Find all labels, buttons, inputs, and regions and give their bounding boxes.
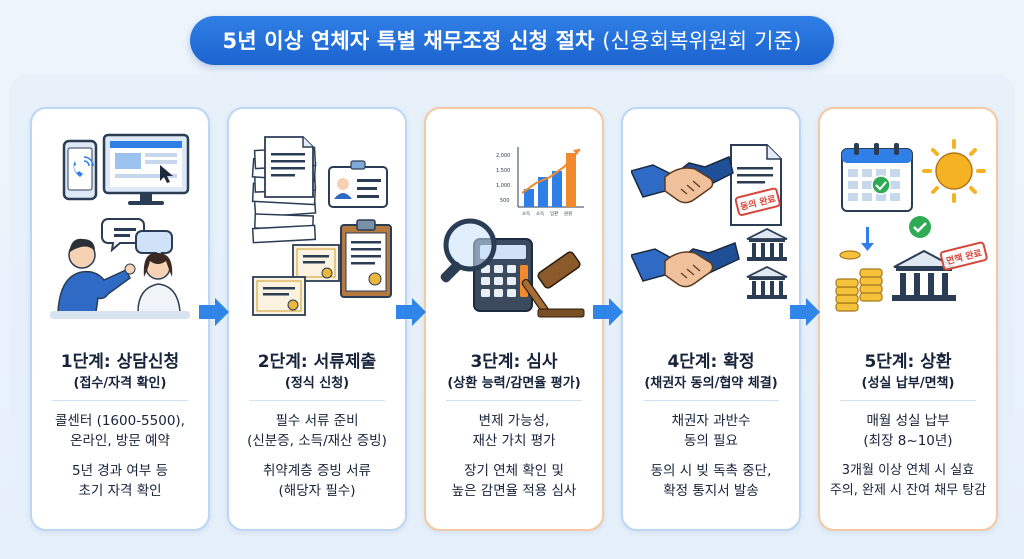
gavel-icon — [521, 251, 585, 318]
step-desc-4a: 채권자 과반수 동의 필요 — [625, 411, 797, 451]
repayment-illustration: 면책 완료 — [835, 139, 988, 312]
step-desc-2a: 필수 서류 준비 (신분증, 소득/재산 증빙) — [231, 411, 403, 451]
x-label: 소득 — [536, 211, 544, 217]
arrow-down-icon — [861, 227, 874, 251]
desc-line: 매월 성실 납부 — [866, 413, 950, 429]
step-subtitle-1: (접수/자격 확인) — [73, 376, 167, 391]
arrow-right-icon — [790, 298, 820, 326]
desc-line: 장기 연체 확인 및 — [464, 463, 564, 479]
y-tick: 500 — [500, 198, 510, 204]
client-woman-icon — [137, 252, 181, 313]
stamp-agree-icon: 동의 완료 — [734, 187, 781, 216]
step-subtitle-4: (채권자 동의/협약 체결) — [644, 376, 778, 391]
speech-bubble-icon — [101, 218, 173, 262]
step-desc-5a: 매월 성실 납부 (최장 8~10년) — [822, 411, 994, 451]
desc-line: (신분증, 소득/재산 증빙) — [247, 433, 387, 449]
arrow-right-icon — [593, 298, 623, 326]
desc-line: (해당자 필수) — [278, 483, 356, 499]
divider — [643, 400, 779, 401]
step-desc-4b: 동의 시 빚 독촉 중단, 확정 통지서 발송 — [625, 461, 797, 501]
clipboard-icon — [340, 219, 392, 298]
desc-line: 필수 서류 준비 — [275, 413, 359, 429]
step-desc-2b: 취약계층 증빙 서류 (해당자 필수) — [231, 461, 403, 501]
desc-line: 동의 시 빚 독촉 중단, — [650, 463, 772, 479]
y-tick: 2,000 — [496, 153, 510, 159]
step-title-4: 4단계: 확정 — [667, 352, 755, 372]
document-stack-icon — [251, 136, 317, 244]
monitor-icon — [102, 133, 190, 205]
x-label: 소득 — [522, 211, 530, 217]
agreement-document-icon: 동의 완료 — [730, 144, 782, 226]
arrow-right-icon — [199, 298, 229, 326]
desc-line: 높은 감면율 적용 심사 — [451, 483, 577, 499]
coin-stack-icon — [835, 250, 883, 312]
agreement-illustration: 동의 완료 — [631, 144, 788, 299]
step-desc-1a: 콜센터 (1600-5500), 온라인, 방문 예약 — [34, 411, 206, 451]
x-label: 임판 — [550, 210, 558, 217]
bar-chart-icon: 2,000 1,500 1,000 500 소득 소득 임판 원원 — [496, 147, 584, 217]
y-tick: 1,000 — [496, 183, 510, 189]
desc-line: 주의, 완제 시 잔여 채무 탕감 — [829, 483, 987, 498]
desc-line: 온라인, 방문 예약 — [70, 433, 170, 449]
review-illustration: 2,000 1,500 1,000 500 소득 소득 임판 원원 — [440, 147, 585, 318]
page-title: 5년 이상 연체자 특별 채무조정 신청 절차 (신용회복위원회 기준) — [190, 16, 834, 65]
step-title-5: 5단계: 상환 — [864, 352, 952, 372]
divider — [446, 400, 582, 401]
divider — [52, 400, 188, 401]
step-card-5: 면책 완료 5단계: 상환 (성실 납부/면책) 매월 성실 납부 (최장 8~… — [818, 107, 998, 531]
desc-line: 재산 가치 평가 — [472, 433, 556, 449]
step-card-3: 2,000 1,500 1,000 500 소득 소득 임판 원원 — [424, 107, 604, 531]
title-main: 5년 이상 연체자 특별 채무조정 신청 절차 — [222, 29, 595, 53]
documents-illustration — [251, 136, 392, 316]
handshake-icon — [631, 241, 740, 288]
desc-line: 변제 가능성, — [478, 413, 550, 429]
step-card-2: 2단계: 서류제출 (정식 신청) 필수 서류 준비 (신분증, 소득/재산 증… — [227, 107, 407, 531]
stamp-exempt-icon: 면책 완료 — [939, 241, 988, 271]
step-title-2: 2단계: 서류제출 — [257, 352, 377, 372]
certificate-icon — [252, 244, 340, 316]
magnifier-icon — [440, 218, 497, 283]
divider — [249, 400, 385, 401]
check-badge-icon — [909, 216, 931, 238]
step-desc-3b: 장기 연체 확인 및 높은 감면율 적용 심사 — [428, 461, 600, 501]
step-desc-5b: 3개월 이상 연체 시 실효 주의, 완제 시 잔여 채무 탕감 — [822, 461, 994, 501]
step-title-1: 1단계: 상담신청 — [60, 352, 180, 372]
x-label: 원원 — [564, 210, 572, 217]
handshake-icon — [631, 155, 734, 204]
divider — [840, 400, 976, 401]
step-subtitle-3: (상환 능력/감면율 평가) — [447, 376, 581, 391]
desc-line: 5년 경과 여부 등 — [72, 463, 168, 479]
step-subtitle-2: (정식 신청) — [284, 376, 350, 391]
desc-line: 동의 필요 — [684, 433, 738, 449]
consultant-man-icon — [57, 238, 136, 313]
calendar-icon — [841, 143, 913, 212]
arrow-right-icon — [396, 298, 426, 326]
title-banner: 5년 이상 연체자 특별 채무조정 신청 절차 (신용회복위원회 기준) — [0, 16, 1024, 65]
desc-line: 취약계층 증빙 서류 — [263, 463, 371, 479]
title-sub: (신용회복위원회 기준) — [602, 29, 802, 53]
step-desc-3a: 변제 가능성, 재산 가치 평가 — [428, 411, 600, 451]
desc-line: 콜센터 (1600-5500), — [55, 413, 185, 429]
desc-line: 3개월 이상 연체 시 실효 — [841, 463, 975, 478]
bank-icon — [892, 249, 956, 301]
consultation-illustration — [50, 133, 190, 319]
step-card-1: 1단계: 상담신청 (접수/자격 확인) 콜센터 (1600-5500), 온라… — [30, 107, 210, 531]
desc-line: 확정 통지서 발송 — [663, 483, 759, 499]
desc-line: 채권자 과반수 — [671, 413, 751, 429]
bank-icon — [746, 265, 788, 299]
y-tick: 1,500 — [496, 168, 510, 174]
bank-icon — [746, 227, 788, 261]
step-subtitle-5: (성실 납부/면책) — [861, 376, 955, 391]
step-card-4: 동의 완료 — [621, 107, 801, 531]
step-title-3: 3단계: 심사 — [470, 352, 558, 372]
id-card-icon — [328, 160, 388, 208]
phone-icon — [62, 139, 98, 201]
desc-line: 초기 자격 확인 — [78, 483, 162, 499]
desc-line: (최장 8~10년) — [863, 433, 953, 449]
sun-icon — [922, 139, 986, 203]
step-desc-1b: 5년 경과 여부 등 초기 자격 확인 — [34, 461, 206, 501]
